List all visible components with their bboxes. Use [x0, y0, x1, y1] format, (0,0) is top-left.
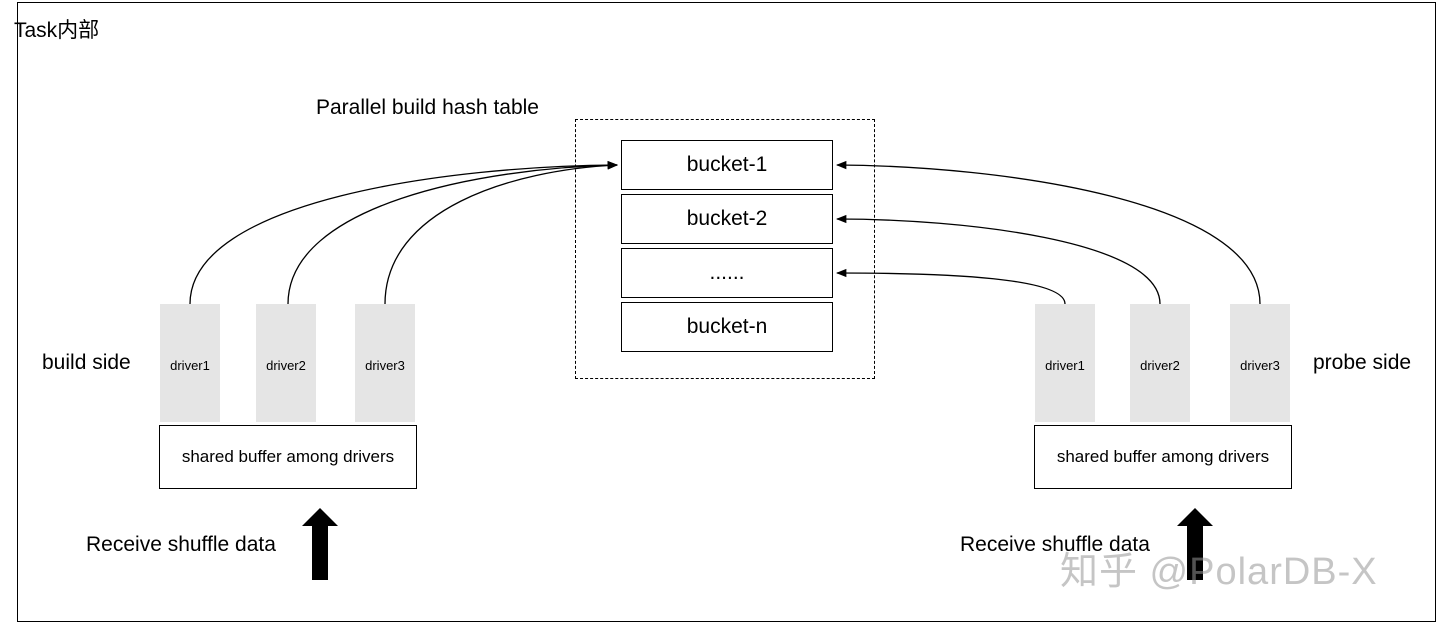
- probe-driver-1-label: driver1: [1045, 357, 1085, 373]
- build-driver-3-curve: [384, 161, 619, 305]
- build-driver-3: driver3: [355, 304, 415, 422]
- build-receive-label: Receive shuffle data: [86, 533, 276, 556]
- build-driver-1-label: driver1: [170, 357, 210, 373]
- probe-driver-1: driver1: [1035, 304, 1095, 422]
- bucket-1: bucket-1: [621, 140, 833, 190]
- build-driver-2-curve: [287, 161, 619, 305]
- probe-driver-3: driver3: [1230, 304, 1290, 422]
- bucket-n: bucket-n: [621, 302, 833, 352]
- probe-driver-3-label: driver3: [1240, 357, 1280, 373]
- hash-table-box: [575, 119, 875, 379]
- build-receive-arrow: [302, 508, 338, 580]
- probe-driver-2-curve: [835, 214, 1161, 305]
- probe-receive-arrow: [1177, 508, 1213, 580]
- watermark: 知乎 @PolarDB-X: [1060, 551, 1378, 593]
- probe-side-label: probe side: [1313, 351, 1412, 374]
- bucket-ellipsis: ......: [621, 248, 833, 298]
- probe-driver-3-curve: [835, 160, 1261, 305]
- build-driver-3-label: driver3: [365, 357, 405, 373]
- build-driver-2-label: driver2: [266, 357, 306, 373]
- bucket-2: bucket-2: [621, 194, 833, 244]
- probe-driver-2: driver2: [1130, 304, 1190, 422]
- build-side-label: build side: [42, 351, 131, 374]
- probe-shared-buffer: shared buffer among drivers: [1034, 425, 1292, 489]
- build-driver-1: driver1: [160, 304, 220, 422]
- build-driver-2: driver2: [256, 304, 316, 422]
- probe-receive-label: Receive shuffle data: [960, 533, 1150, 556]
- probe-driver-1-curve: [835, 268, 1066, 305]
- build-shared-buffer: shared buffer among drivers: [159, 425, 417, 489]
- probe-driver-2-label: driver2: [1140, 357, 1180, 373]
- build-driver-1-curve: [189, 160, 619, 305]
- task-label: Task内部: [14, 19, 100, 42]
- task-frame: [17, 2, 1436, 622]
- hash-table-title: Parallel build hash table: [316, 96, 539, 119]
